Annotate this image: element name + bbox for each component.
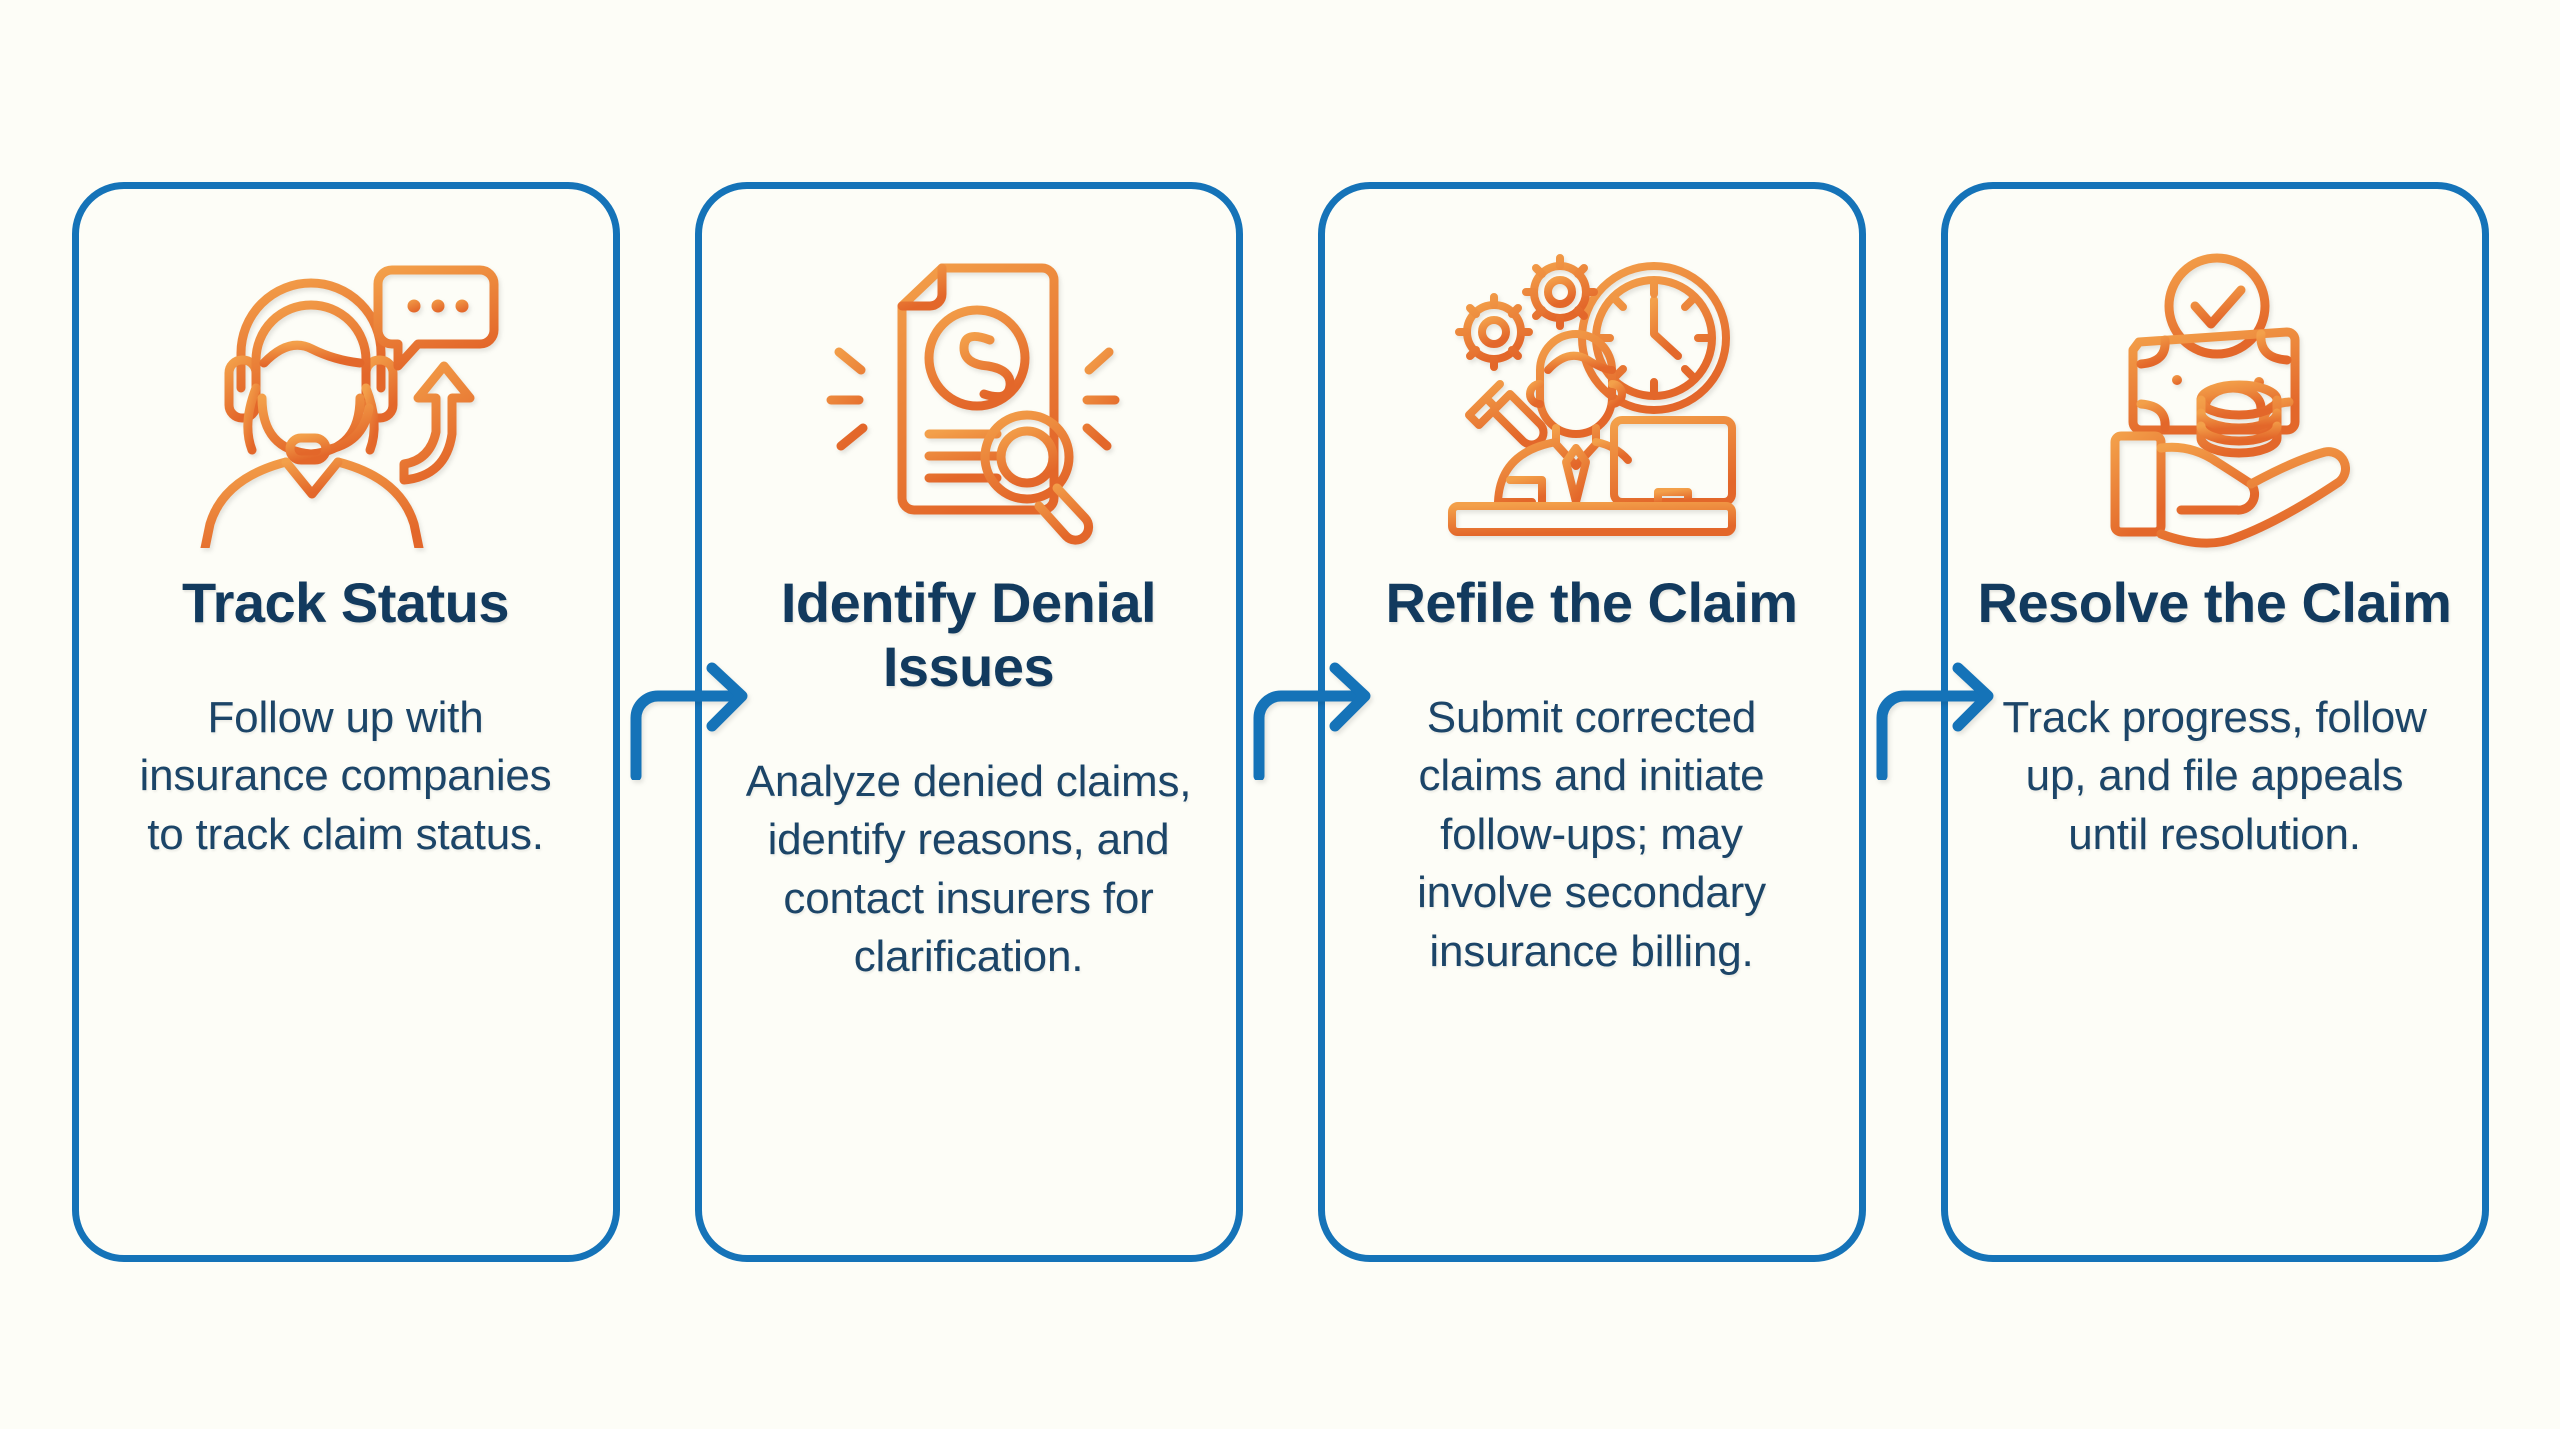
step-card-refile-the-claim[interactable]: Refile the Claim Submit corrected claims…: [1317, 182, 1866, 1262]
step-description: Track progress, follow up, and file appe…: [2002, 692, 2427, 859]
step-card-identify-denial-issues[interactable]: Identify Denial Issues Analyze denied cl…: [694, 182, 1243, 1262]
step-title: Resolve the Claim: [1977, 571, 2452, 634]
border-gap-1: [628, 628, 650, 778]
border-gap-2: [1251, 628, 1273, 778]
worker-desk-gears-clock-icon: [1427, 243, 1757, 553]
hand-money-check-icon: [2050, 243, 2380, 553]
step-title: Refile the Claim: [1385, 571, 1798, 634]
step-description: Follow up with insurance companies to tr…: [139, 692, 552, 859]
document-dollar-magnifier-icon: [804, 243, 1134, 553]
step-title: Identify Denial Issues: [780, 571, 1157, 698]
step-card-track-status[interactable]: Track Status Follow up with insurance co…: [71, 182, 620, 1262]
step-description: Analyze denied claims, identify reasons,…: [745, 756, 1192, 982]
step-description: Submit corrected claims and initiate fol…: [1417, 692, 1766, 976]
step-card-resolve-the-claim[interactable]: Resolve the Claim Track progress, follow…: [1940, 182, 2489, 1262]
headset-support-agent-icon: [181, 243, 511, 553]
border-gap-3: [1874, 628, 1896, 778]
step-title: Track Status: [181, 571, 510, 634]
